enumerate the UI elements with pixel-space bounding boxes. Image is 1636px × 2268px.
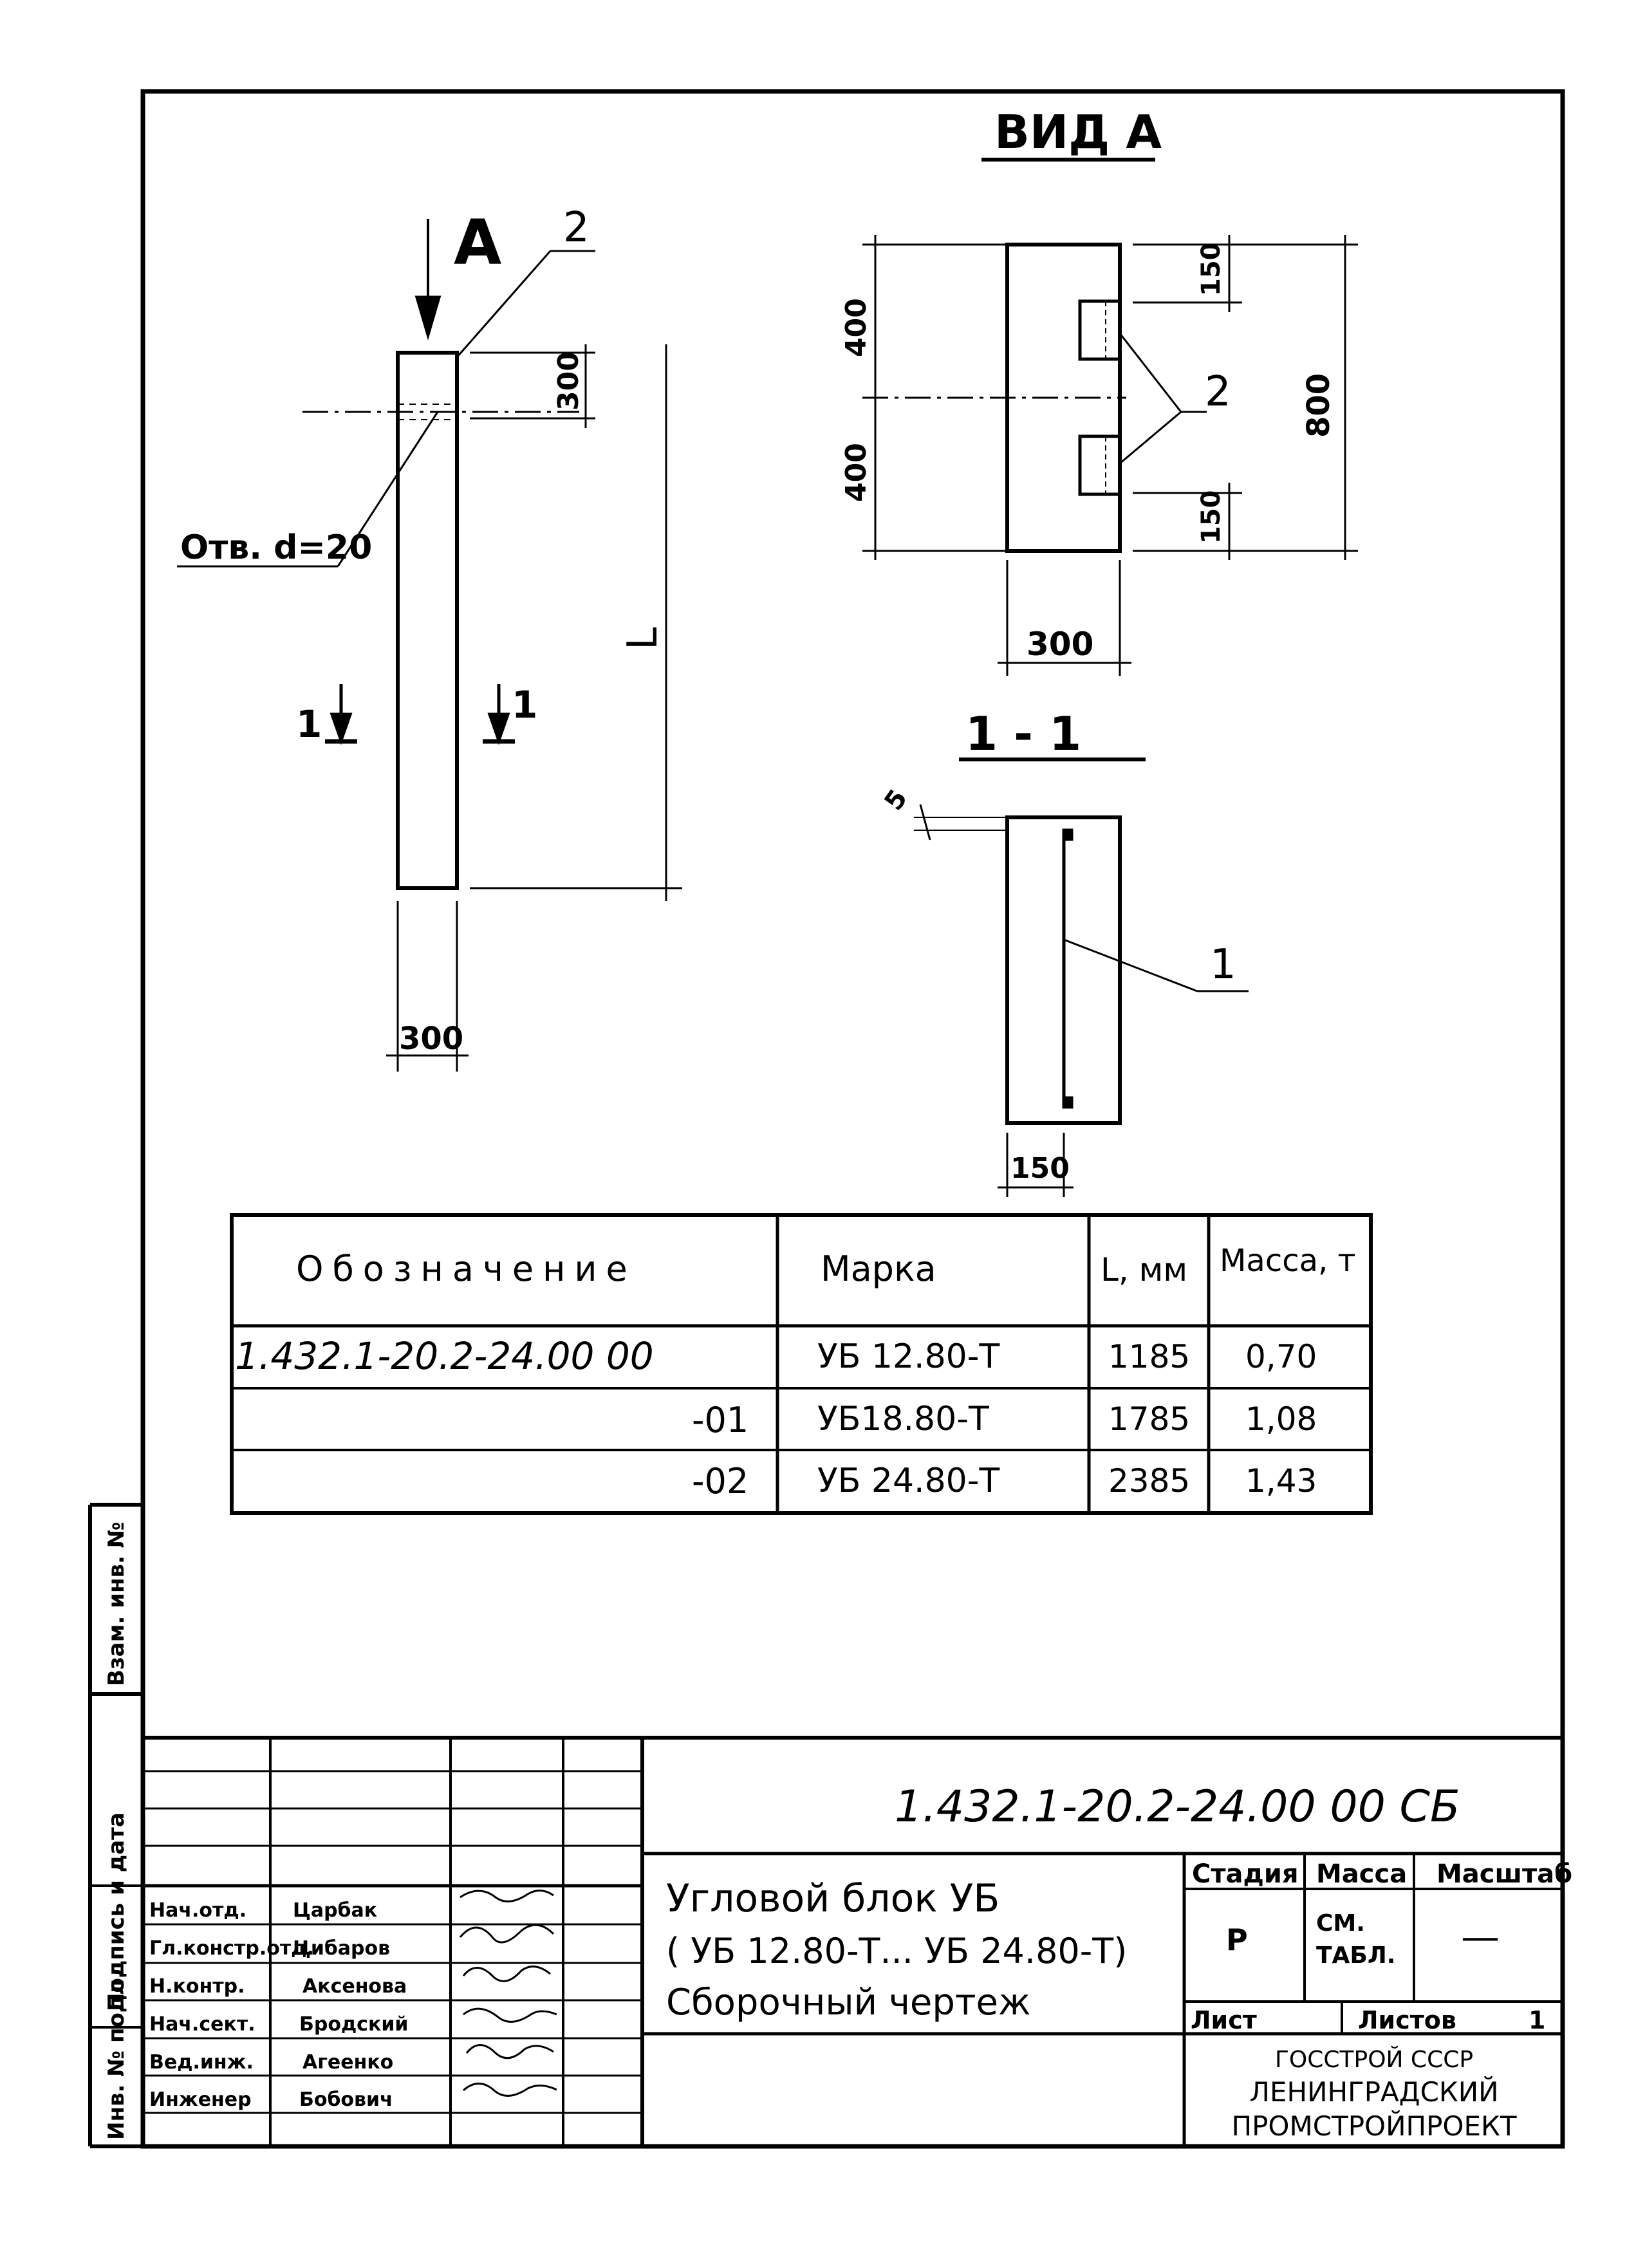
scale-label: Масштаб bbox=[1436, 1859, 1572, 1889]
view-a-dim-150-top: 150 bbox=[1196, 243, 1226, 297]
sheets-label: Листов bbox=[1358, 2006, 1456, 2034]
title-block bbox=[143, 1736, 1563, 2146]
spec-row-2-designation: -01 bbox=[692, 1400, 748, 1440]
view-a-dim-300: 300 bbox=[1027, 626, 1093, 663]
side-stamp-signature-date: Подпись и дата bbox=[104, 1812, 129, 2011]
view-a-dim-400-top: 400 bbox=[840, 298, 873, 357]
signature-5 bbox=[465, 2044, 554, 2059]
dim-L: L bbox=[619, 627, 667, 650]
view-a-dim-150-bottom: 150 bbox=[1196, 490, 1226, 544]
dim-300-bottom: 300 bbox=[399, 1021, 463, 1057]
signer-role-2: Гл.констр.отд. bbox=[149, 1937, 314, 1960]
signer-name-1: Царбак bbox=[293, 1899, 377, 1922]
stage-value: Р bbox=[1226, 1922, 1248, 1957]
spec-row-3-length: 2385 bbox=[1108, 1462, 1190, 1500]
drawing-name-line3: Сборочный чертеж bbox=[666, 1982, 1030, 2023]
side-stamp-inv-podl: Инв. № подл. bbox=[104, 1971, 129, 2140]
org-line2: ЛЕНИНГРАДСКИЙ bbox=[1249, 2076, 1498, 2108]
section-leader-1: 1 bbox=[1210, 941, 1236, 989]
signer-role-1: Нач.отд. bbox=[149, 1899, 246, 1922]
view-a-leader-2: 2 bbox=[1205, 368, 1231, 416]
spec-row-1-length: 1185 bbox=[1108, 1338, 1190, 1375]
section-mark-right: 1 bbox=[512, 683, 537, 727]
signature-4 bbox=[463, 2007, 557, 2023]
mass-value-1: СМ. bbox=[1316, 1910, 1365, 1937]
spec-row-3-designation: -02 bbox=[692, 1461, 748, 1501]
view-a-dim-400-bottom: 400 bbox=[840, 443, 873, 502]
spec-row-2-length: 1785 bbox=[1108, 1400, 1190, 1438]
view-arrow-label: А bbox=[454, 207, 501, 279]
signer-name-5: Агеенко bbox=[302, 2051, 393, 2074]
section-title: 1 - 1 bbox=[965, 707, 1081, 761]
signer-name-4: Бродский bbox=[299, 2013, 408, 2036]
sheet-frame bbox=[140, 89, 1565, 2149]
spec-header-mass-text: Масса, т bbox=[1220, 1243, 1356, 1279]
spec-row-3-mark: УБ 24.80-Т bbox=[817, 1462, 1000, 1500]
section-dim-5: 5 bbox=[879, 785, 914, 816]
spec-row-2-mark: УБ18.80-Т bbox=[817, 1400, 989, 1438]
signer-name-6: Бобович bbox=[299, 2088, 393, 2111]
spec-header-mass: Масса, т bbox=[1220, 1243, 1356, 1279]
signature-6 bbox=[463, 2083, 557, 2097]
hole-label: Отв. d=20 bbox=[180, 528, 372, 567]
spec-table bbox=[230, 1213, 1373, 1515]
signature-1 bbox=[460, 1890, 554, 1902]
spec-row-3-mass: 1,43 bbox=[1245, 1462, 1317, 1500]
signer-name-3: Аксенова bbox=[302, 1975, 407, 1998]
signature-3 bbox=[462, 1966, 551, 1982]
mass-value-2: ТАБЛ. bbox=[1316, 1942, 1395, 1969]
scale-value: — bbox=[1461, 1915, 1500, 1960]
signer-role-4: Нач.сект. bbox=[149, 2013, 256, 2036]
spec-header-designation: Обозначение bbox=[296, 1249, 637, 1289]
org-line1: ГОССТРОЙ СССР bbox=[1275, 2046, 1473, 2073]
spec-row-1-designation: 1.432.1-20.2-24.00 00 bbox=[235, 1334, 654, 1378]
spec-row-1-mass: 0,70 bbox=[1245, 1338, 1317, 1375]
section-1-1 bbox=[914, 758, 1249, 1197]
side-stamp-vzam-inv: Взам. инв. № bbox=[104, 1521, 129, 1686]
signer-role-6: Инженер bbox=[149, 2088, 252, 2111]
doc-code: 1.432.1-20.2-24.00 00 СБ bbox=[895, 1781, 1460, 1832]
spec-header-mark: Марка bbox=[821, 1249, 936, 1289]
sheet-label: Лист bbox=[1191, 2006, 1257, 2034]
drawing-name-line1: Угловой блок УБ bbox=[666, 1876, 999, 1921]
elevation-leader-2: 2 bbox=[563, 204, 590, 252]
spec-header-length: L, мм bbox=[1101, 1251, 1187, 1288]
view-a-dim-800: 800 bbox=[1301, 373, 1337, 438]
signer-role-5: Вед.инж. bbox=[149, 2051, 254, 2074]
drawing-name-line2: ( УБ 12.80-Т... УБ 24.80-Т) bbox=[666, 1931, 1127, 1971]
section-dim-150: 150 bbox=[1010, 1152, 1070, 1185]
mass-label: Масса bbox=[1316, 1859, 1407, 1889]
signer-name-2: Цибаров bbox=[293, 1937, 390, 1960]
stage-label: Стадия bbox=[1192, 1859, 1299, 1889]
signer-role-3: Н.контр. bbox=[149, 1975, 245, 1998]
elevation-view bbox=[177, 219, 682, 1072]
org-line3: ПРОМСТРОЙПРОЕКТ bbox=[1232, 2110, 1517, 2142]
sheets-value: 1 bbox=[1529, 2006, 1545, 2034]
dim-300-top: 300 bbox=[552, 351, 585, 411]
view-a-title: ВИД А bbox=[994, 105, 1162, 159]
spec-row-1-mark: УБ 12.80-Т bbox=[817, 1337, 1000, 1376]
signature-2 bbox=[459, 1924, 555, 1944]
section-mark-left: 1 bbox=[296, 702, 322, 746]
spec-row-2-mass: 1,08 bbox=[1245, 1400, 1317, 1438]
view-a bbox=[862, 158, 1358, 676]
